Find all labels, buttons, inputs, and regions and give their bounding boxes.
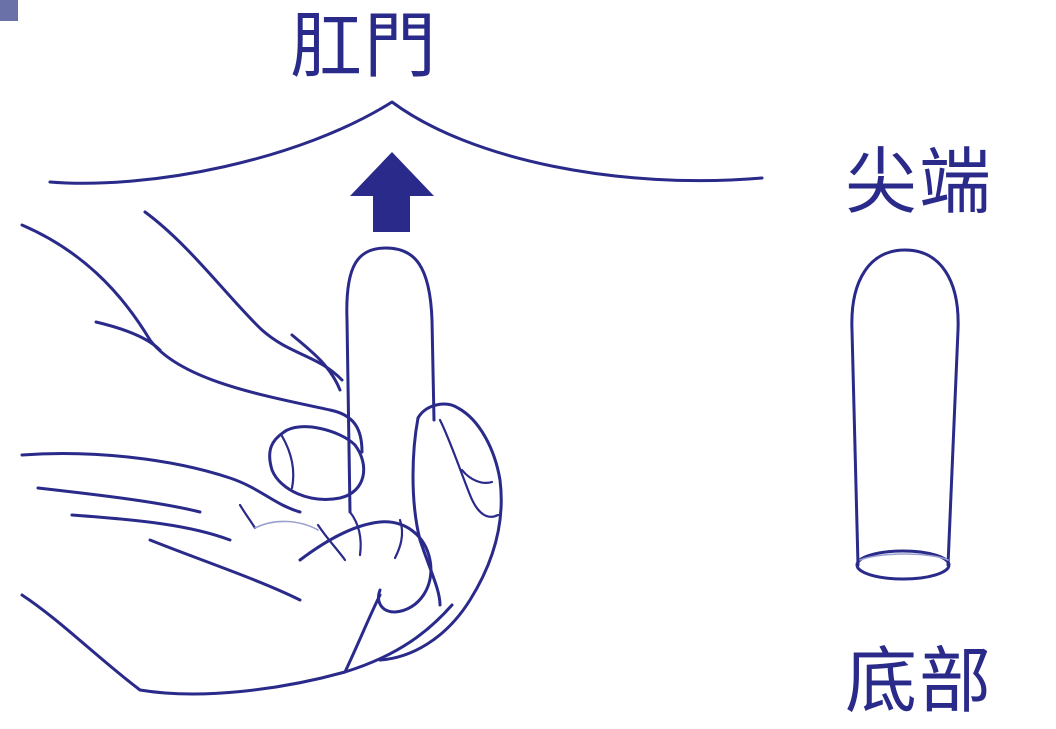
up-arrow-icon — [350, 152, 434, 232]
suppository-illustration — [850, 248, 960, 581]
anus-contour-line — [48, 100, 764, 185]
anus-label: 肛門 — [290, 4, 439, 88]
corner-tab — [0, 0, 18, 21]
suppository-in-hand — [345, 246, 436, 514]
tip-label: 尖端 — [845, 140, 994, 224]
hand-illustration — [20, 210, 503, 696]
base-label: 底部 — [845, 639, 994, 723]
